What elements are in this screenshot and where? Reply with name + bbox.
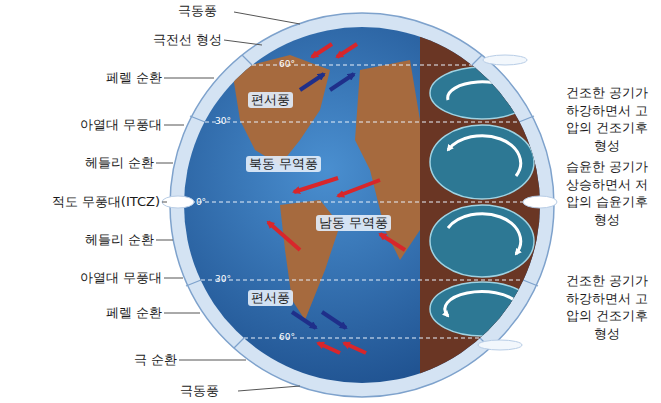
diagram-label: 페렐 순환 (56, 305, 162, 321)
diagram-label: 극동풍 (160, 3, 234, 19)
cloud (523, 196, 557, 208)
diagram-label: 남동 무역풍 (316, 215, 391, 231)
diagram-label: 편서풍 (248, 290, 293, 306)
cloud (478, 340, 522, 350)
westerly-arrows (292, 74, 354, 328)
diagram-label: 아열대 무풍대 (36, 270, 162, 286)
diagram-label: 극동풍 (162, 383, 236, 399)
diagram-label: 헤들리 순환 (36, 155, 154, 171)
leader-lines (156, 12, 300, 391)
easterly-arrows (268, 44, 405, 353)
diagram-label: 극 순환 (66, 352, 177, 368)
diagram-label: 습윤한 공기가 상승하면서 저압의 습윤기후 형성 (560, 158, 654, 228)
cloud (162, 196, 194, 208)
diagram-label: 페렐 순환 (56, 70, 162, 86)
diagram-label: 아열대 무풍대 (36, 117, 162, 133)
diagram-label: 북동 무역풍 (246, 156, 321, 172)
diagram-label: 적도 무풍대(ITCZ) (4, 194, 160, 210)
latitude-label: 30° (208, 115, 238, 127)
latitude-label: 60° (272, 331, 302, 343)
latitude-lines (184, 65, 540, 338)
diagram-label: 극전선 형성 (116, 32, 222, 48)
latitude-label: 0° (188, 196, 214, 208)
diagram-label: 헤들리 순환 (36, 232, 154, 248)
globe (184, 27, 540, 383)
latitude-label: 60° (272, 58, 302, 70)
cloud (483, 55, 527, 65)
diagram-label: 편서풍 (248, 92, 293, 108)
diagram-label: 건조한 공기가 하강하면서 고압의 건조기후 형성 (560, 272, 654, 342)
latitude-label: 30° (208, 273, 238, 285)
diagram-label: 건조한 공기가 하강하면서 고압의 건조기후 형성 (560, 84, 654, 154)
